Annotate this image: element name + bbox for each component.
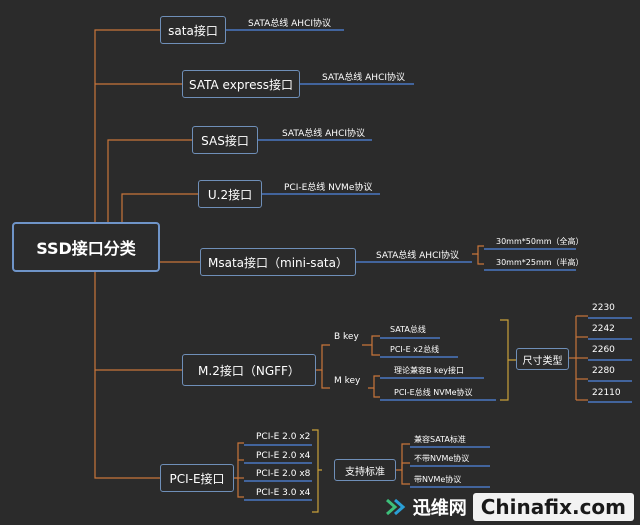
m2-size-2242: 2242 <box>592 324 615 334</box>
node-sata: sata接口 <box>160 16 226 44</box>
node-pcie: PCI-E接口 <box>160 464 234 492</box>
support-standard-label: 支持标准 <box>345 466 385 478</box>
sas-detail: SATA总线 AHCI协议 <box>282 129 366 139</box>
node-support-standard: 支持标准 <box>334 459 396 481</box>
msata-size-half: 30mm*25mm（半高） <box>496 258 584 267</box>
m2-size-2230: 2230 <box>592 303 615 313</box>
watermark-cn: 迅维网 <box>412 498 467 519</box>
node-size-type: 尺寸类型 <box>516 348 569 370</box>
m2-size-2280: 2280 <box>592 366 615 376</box>
node-u2-label: U.2接口 <box>207 187 253 202</box>
node-u2: U.2接口 <box>198 180 262 208</box>
m2-b-key-item-pcie: PCI-E x2总线 <box>390 345 440 354</box>
m2-m-key-item-compat: 理论兼容B key接口 <box>394 366 465 375</box>
m2-size-22110: 22110 <box>592 388 621 398</box>
msata-size-full: 30mm*50mm（全高） <box>496 237 584 246</box>
m2-b-key: B key <box>334 332 359 342</box>
node-m2: M.2接口（NGFF） <box>182 354 316 386</box>
support-item-sata: 兼容SATA标准 <box>414 435 466 444</box>
sata-detail: SATA总线 AHCI协议 <box>248 19 332 29</box>
sata-express-detail: SATA总线 AHCI协议 <box>322 73 406 83</box>
pcie-version-30x4: PCI-E 3.0 x4 <box>256 488 311 498</box>
node-m2-label: M.2接口（NGFF） <box>198 363 300 378</box>
node-msata-label: Msata接口（mini-sata） <box>208 255 348 270</box>
watermark: 迅维网 Chinafix.com <box>385 493 634 521</box>
node-sata-express: SATA express接口 <box>182 70 300 98</box>
pcie-version-20x4: PCI-E 2.0 x4 <box>256 451 311 461</box>
m2-m-key: M key <box>334 376 361 386</box>
pcie-version-20x2: PCI-E 2.0 x2 <box>256 432 311 442</box>
node-pcie-label: PCI-E接口 <box>169 471 225 486</box>
watermark-en: Chinafix.com <box>472 493 634 521</box>
m2-size-2260: 2260 <box>592 345 615 355</box>
u2-detail: PCI-E总线 NVMe协议 <box>284 183 373 193</box>
node-sas-label: SAS接口 <box>201 133 249 148</box>
node-sata-express-label: SATA express接口 <box>189 77 293 92</box>
msata-detail: SATA总线 AHCI协议 <box>376 251 460 261</box>
node-msata: Msata接口（mini-sata） <box>200 248 356 276</box>
support-item-no-nvme: 不带NVMe协议 <box>414 454 470 463</box>
support-item-nvme: 带NVMe协议 <box>414 475 462 484</box>
chinafix-logo-icon <box>385 496 407 518</box>
size-type-label: 尺寸类型 <box>522 355 563 367</box>
m2-m-key-item-nvme: PCI-E总线 NVMe协议 <box>394 388 473 397</box>
root-node: SSD接口分类 <box>12 222 160 272</box>
root-label: SSD接口分类 <box>36 239 136 258</box>
m2-b-key-item-sata: SATA总线 <box>390 325 426 334</box>
node-sata-label: sata接口 <box>168 23 218 38</box>
node-sas: SAS接口 <box>192 126 258 154</box>
pcie-version-20x8: PCI-E 2.0 x8 <box>256 469 311 479</box>
